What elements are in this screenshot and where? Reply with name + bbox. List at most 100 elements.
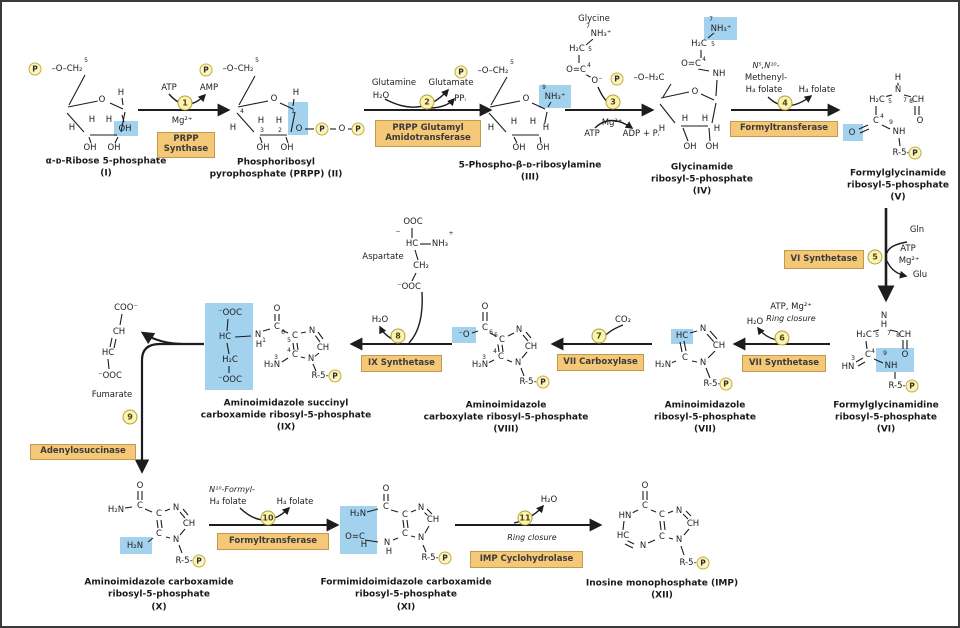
compound-name: α-ᴅ-Ribose 5-phosphate	[45, 156, 167, 167]
bond-line	[314, 334, 321, 343]
cofactor-label: ATP	[584, 128, 600, 139]
cofactor-label: AMP	[199, 82, 219, 93]
atom-label: CH	[181, 518, 197, 529]
atom-label: NH₃⁺	[710, 23, 732, 34]
bond-line	[392, 537, 399, 541]
enzyme-ix-synthetase: IX Synthetase	[361, 355, 442, 372]
position-number: 4	[493, 348, 497, 355]
position-number: 7	[586, 23, 590, 30]
phosphate-icon: P	[199, 63, 213, 77]
bond-line	[873, 358, 884, 364]
bond-line	[66, 112, 85, 133]
atom-label: NH	[891, 126, 907, 137]
position-number: 5	[888, 98, 892, 105]
cofactor-curve-gln-in	[886, 241, 908, 254]
bond-line	[707, 350, 716, 359]
highlight-region	[340, 506, 377, 554]
compound-numeral: (XI)	[396, 602, 416, 613]
atom-label: N	[416, 502, 426, 513]
atom-label: O	[480, 301, 490, 312]
compound-name-line: ribosyl-5-phosphate	[835, 412, 937, 423]
atom-label: N	[171, 502, 181, 513]
position-number: +	[448, 230, 454, 237]
compound-name: Aminoimidazole carboxamide	[84, 577, 234, 588]
atom-label: NH₃⁺	[544, 91, 566, 102]
phosphate-icon: P	[438, 551, 452, 565]
bond-line	[525, 331, 532, 339]
atom-label: H	[116, 87, 126, 98]
enzyme-name-line: VI Synthetase	[790, 253, 858, 264]
atom-label: H	[712, 123, 722, 134]
atom-label: –O–CH₂	[221, 63, 255, 74]
position-number: 9	[883, 350, 887, 357]
fumarate-branch-arrow	[140, 331, 185, 345]
bond-line	[317, 331, 324, 340]
bond-line	[709, 330, 718, 340]
bond-line	[312, 363, 317, 372]
bond-line	[121, 97, 124, 106]
bond-line	[281, 357, 289, 363]
atom-label: C	[401, 528, 409, 539]
position-number: 4	[240, 108, 244, 115]
atom-label: H₂C	[855, 329, 873, 340]
enzyme-name-line: VII Synthetase	[748, 357, 820, 368]
atom-label: HN	[617, 510, 633, 521]
atom-label: R-5-	[310, 370, 330, 381]
bond-line	[285, 136, 289, 144]
atom-label: N	[514, 324, 524, 335]
atom-label: OH	[535, 142, 551, 153]
position-number: −	[395, 228, 401, 235]
phosphate-icon: P	[454, 65, 468, 79]
enzyme-name-line: PRPP	[173, 134, 199, 145]
atom-label: H	[541, 122, 551, 133]
bond-line	[662, 83, 672, 98]
atom-label: O	[97, 94, 107, 105]
cofactor-label: H₂O	[746, 316, 764, 327]
highlight-region	[120, 537, 152, 554]
atom-label: OOC	[402, 216, 424, 227]
atom-label: H₂N	[653, 359, 673, 370]
bond-line	[366, 508, 379, 513]
position-number: 3	[274, 354, 278, 361]
atom-label: C	[382, 501, 390, 512]
cofactor-label: Fumarate	[91, 389, 133, 400]
atom-label: O=C	[565, 64, 587, 75]
atom-label: C	[498, 334, 506, 345]
bond-line	[237, 100, 269, 108]
atom-label: CH	[425, 514, 441, 525]
bond-line	[857, 361, 866, 367]
bond-line	[881, 124, 891, 130]
atom-label: NH₃	[430, 238, 450, 249]
position-number: 6	[489, 329, 493, 336]
bond-line	[539, 136, 542, 144]
compound-numeral: (X)	[151, 602, 167, 613]
atom-label: N	[416, 532, 426, 543]
atom-label: H	[486, 122, 496, 133]
cofactor-label: CO₂	[614, 314, 632, 325]
bond-line	[659, 103, 676, 124]
bond-line	[685, 510, 692, 517]
atom-label: O	[135, 480, 145, 491]
phosphate-icon: P	[719, 377, 733, 391]
atom-label: R-5-	[887, 380, 907, 391]
step-circle-2: 2	[419, 94, 435, 110]
bond-line	[281, 329, 289, 334]
atom-label: R-5-	[174, 555, 194, 566]
atom-label: O	[901, 349, 909, 360]
compound-numeral: (VI)	[876, 424, 896, 435]
bond-line	[650, 509, 657, 513]
atom-label: H	[274, 115, 284, 126]
atom-label: R-5-	[420, 552, 440, 563]
cofactor-curve-atp-adp	[594, 119, 634, 129]
compound-name-line: ribosyl-5-phosphate	[355, 589, 457, 600]
bond-line	[226, 342, 230, 355]
cofactor-label: Glycine	[578, 13, 610, 24]
atom-label: N	[638, 540, 648, 551]
cofactor-label: Gln	[909, 224, 925, 235]
atom-label: C	[291, 330, 299, 341]
atom-label: C	[155, 528, 163, 539]
step-circle-11: 11	[517, 510, 533, 526]
atom-label: N	[893, 84, 903, 95]
bond-line	[520, 367, 525, 377]
atom-label: H	[291, 87, 301, 98]
